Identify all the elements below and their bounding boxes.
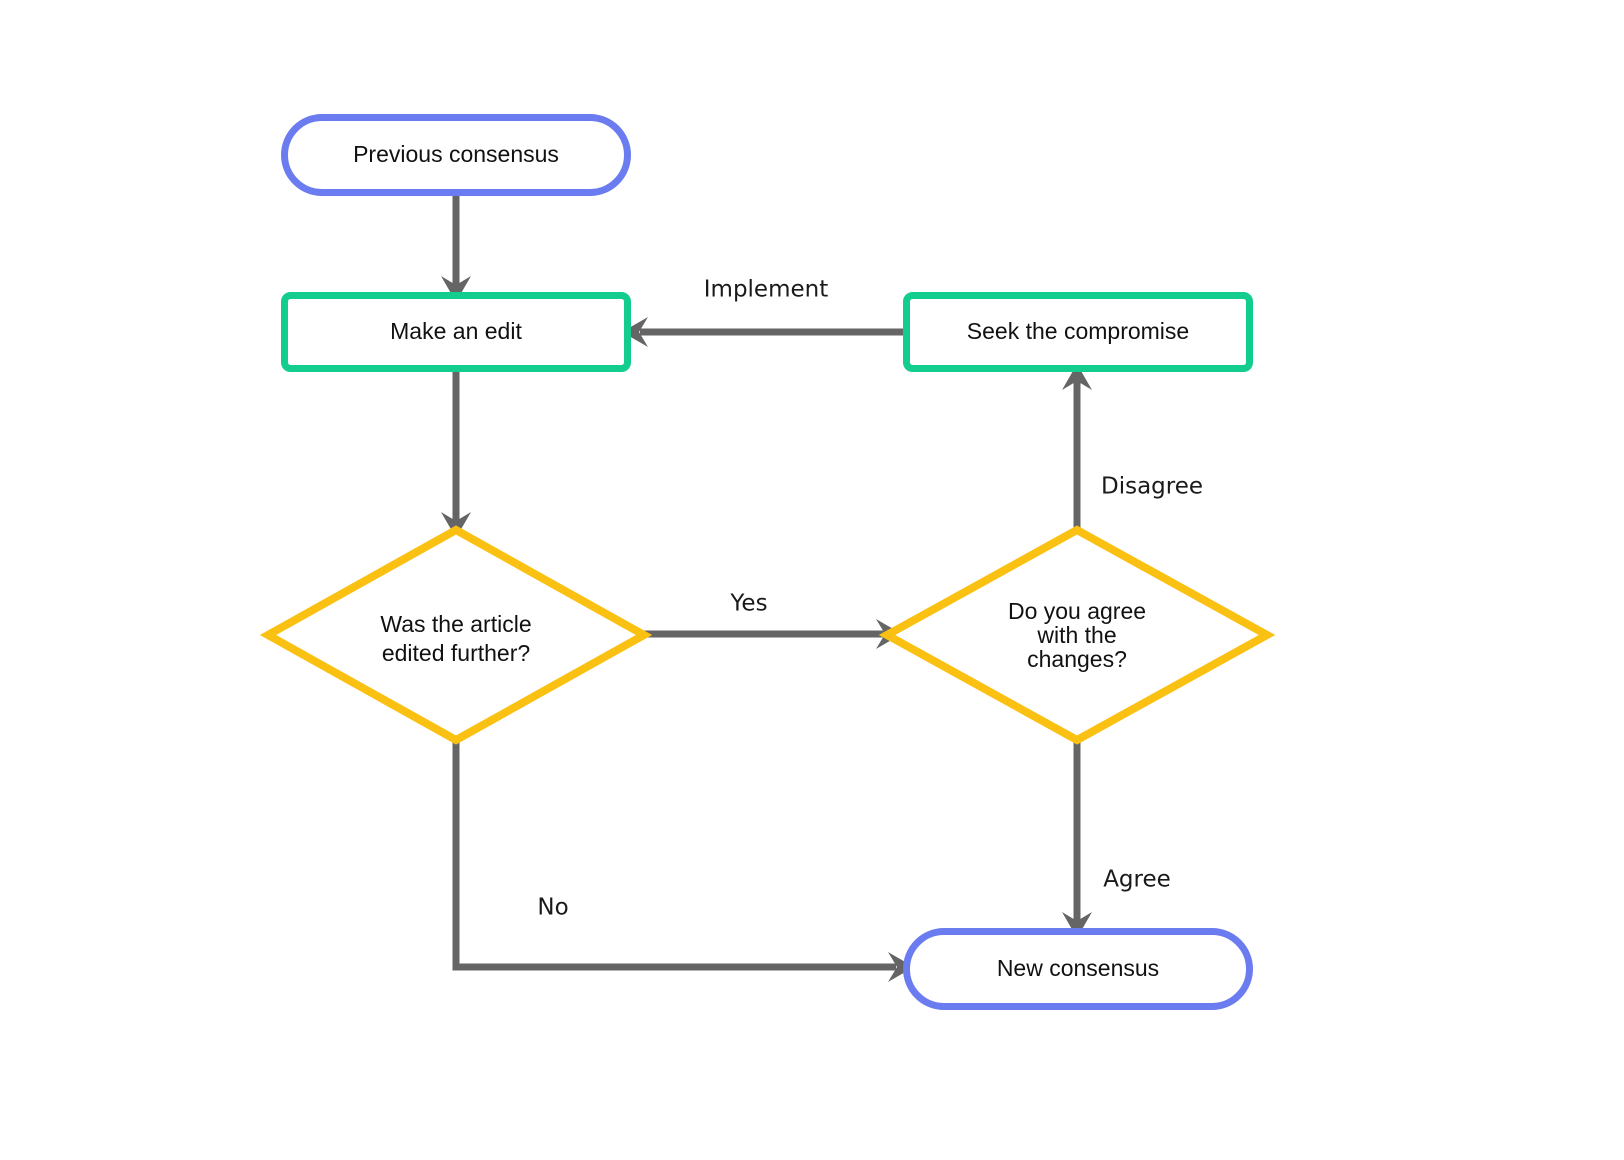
edge-edit-to-question1 — [441, 372, 471, 538]
node-new-consensus[interactable]: New consensus — [903, 928, 1253, 1010]
node-make-an-edit[interactable]: Make an edit — [281, 292, 631, 372]
arrow-head-icon — [622, 317, 648, 347]
node-shape-diamond — [878, 525, 1276, 745]
nodes-layer: Previous consensus Make an edit Seek the… — [259, 114, 1276, 1010]
edge-question2-disagree — [1062, 364, 1092, 532]
node-label-new-consensus: New consensus — [997, 955, 1159, 981]
node-do-you-agree-with-the-changes[interactable]: Do you agree with the changes? — [878, 525, 1276, 745]
node-shape-terminator — [281, 114, 631, 196]
node-shape-terminator — [903, 928, 1253, 1010]
edge-labels-layer: Implement Yes No Disagree Agree — [537, 277, 1203, 921]
arrow-head-icon — [888, 952, 914, 982]
edge-question1-yes — [644, 619, 902, 649]
node-previous-consensus[interactable]: Previous consensus — [281, 114, 631, 196]
arrow-head-icon — [441, 276, 471, 302]
node-shape-rectangle — [281, 292, 631, 372]
edge-compromise-implement — [622, 317, 903, 347]
node-label-do-you-agree-line1: Do you agree — [1008, 598, 1146, 624]
node-label-make-an-edit: Make an edit — [390, 318, 522, 344]
node-seek-the-compromise[interactable]: Seek the compromise — [903, 292, 1253, 372]
edge-question2-agree — [1062, 740, 1092, 938]
edge-label-no: No — [537, 895, 568, 921]
edge-label-yes: Yes — [729, 591, 767, 617]
arrow-head-icon — [1062, 912, 1092, 938]
node-shape-rectangle — [903, 292, 1253, 372]
node-label-do-you-agree-line2: with the — [1036, 622, 1116, 648]
node-label-seek-the-compromise: Seek the compromise — [967, 318, 1189, 344]
edge-label-agree: Agree — [1103, 867, 1171, 893]
edge-previous-to-edit — [441, 196, 471, 302]
edge-question1-no — [452, 740, 914, 982]
node-was-the-article-edited-further[interactable]: Was the article edited further? — [259, 525, 653, 745]
node-shape-diamond — [259, 525, 653, 745]
node-label-was-the-article-edited-further-line1: Was the article — [380, 611, 531, 637]
node-label-previous-consensus: Previous consensus — [353, 141, 559, 167]
edge-label-disagree: Disagree — [1101, 474, 1203, 500]
node-label-was-the-article-edited-further-line2: edited further? — [382, 640, 530, 666]
edge-label-implement: Implement — [704, 277, 828, 303]
arrow-head-icon — [441, 512, 471, 538]
node-label-do-you-agree-line3: changes? — [1027, 646, 1127, 672]
arrow-head-icon — [1062, 364, 1092, 390]
